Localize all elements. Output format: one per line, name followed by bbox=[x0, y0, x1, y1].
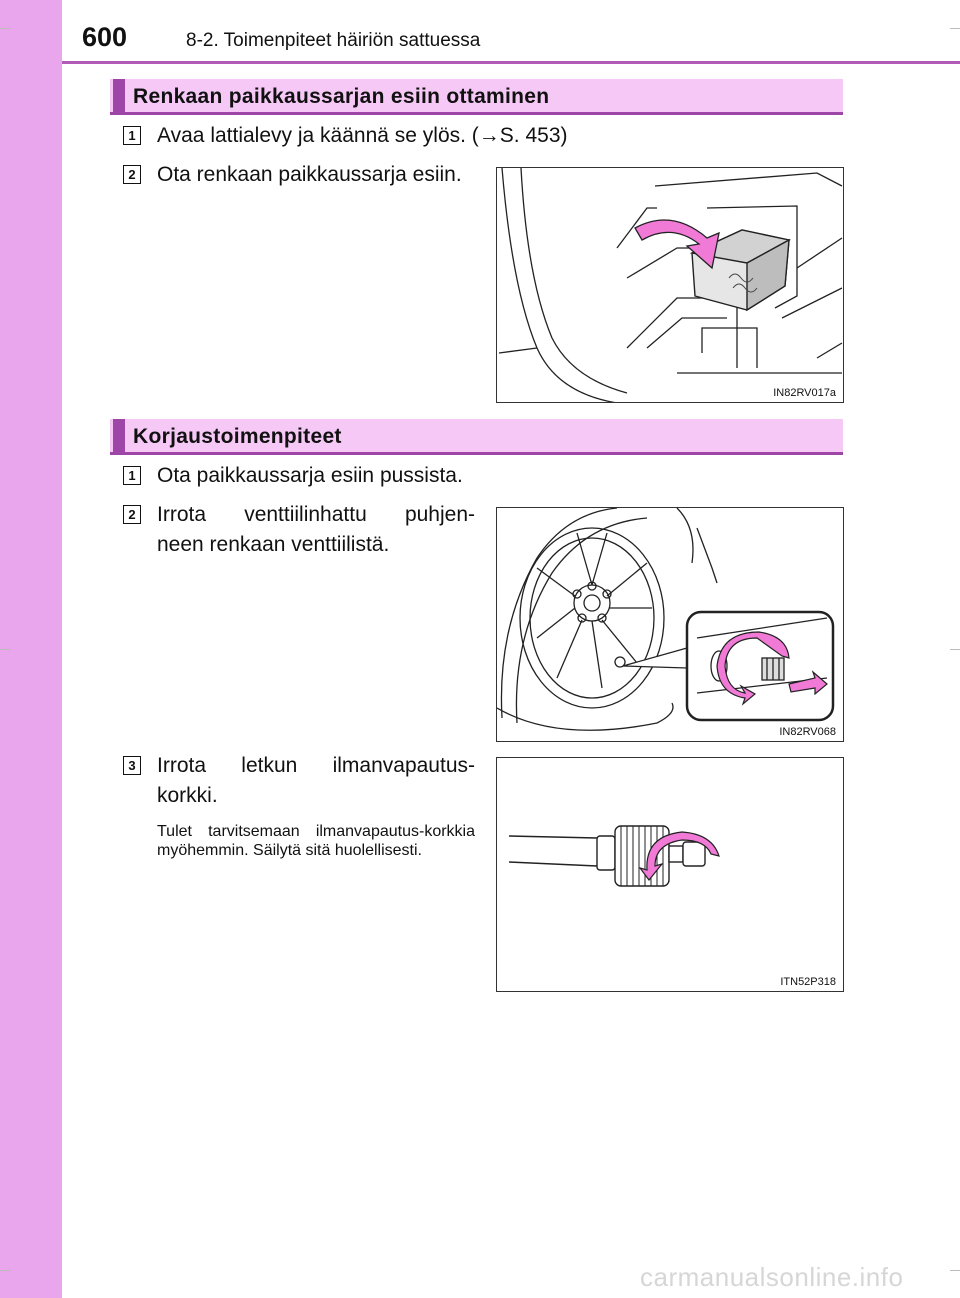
section-header-kit-removal: Renkaan paikkaussarjan esiin ottaminen bbox=[110, 79, 843, 115]
crop-mark bbox=[0, 649, 10, 650]
figure-valve-cap: IN82RV068 bbox=[496, 507, 844, 742]
figure-hose-cap: ITN52P318 bbox=[496, 757, 844, 992]
section-accent-bar bbox=[113, 79, 125, 112]
step-number-box: 1 bbox=[123, 126, 141, 145]
figure-code: IN82RV068 bbox=[779, 726, 836, 738]
step-text: Ota renkaan paikkaussarja esiin. bbox=[157, 163, 462, 186]
header-band bbox=[62, 0, 960, 62]
chapter-title: 8-2. Toimenpiteet häiriön sattuessa bbox=[186, 30, 481, 51]
page-number: 600 bbox=[82, 22, 128, 52]
step-number-box: 1 bbox=[123, 466, 141, 485]
step-text-line: Irrota letkun ilmanvapautus- bbox=[157, 754, 475, 777]
step-number-box: 2 bbox=[123, 165, 141, 184]
hose-cap-illustration bbox=[508, 825, 720, 887]
step-note: Tulet tarvitsemaan ilmanvapautus-korkkia… bbox=[157, 823, 475, 859]
step-text: Ota paikkaussarja esiin pussista. bbox=[157, 464, 463, 487]
header-rule bbox=[62, 61, 960, 64]
crop-mark bbox=[950, 28, 960, 29]
trunk-kit-illustration bbox=[498, 168, 843, 402]
step-text-line: Irrota venttiilinhattu puhjen- bbox=[157, 503, 475, 526]
figure-code: IN82RV017a bbox=[773, 387, 836, 399]
crop-mark bbox=[950, 1270, 960, 1271]
step-text-line: korkki. bbox=[157, 784, 218, 807]
crop-mark bbox=[950, 649, 960, 650]
step-text-line: neen renkaan venttiilistä. bbox=[157, 533, 390, 556]
step-text: Irrota letkun ilmanvapautus- korkki. bbox=[157, 751, 475, 811]
section-title: Korjaustoimenpiteet bbox=[133, 425, 342, 448]
section-title: Renkaan paikkaussarjan esiin ottaminen bbox=[133, 85, 550, 108]
section-accent-bar bbox=[113, 419, 125, 452]
step-number-box: 2 bbox=[123, 505, 141, 524]
figure-trunk-kit: IN82RV017a bbox=[496, 167, 844, 403]
step-number-box: 3 bbox=[123, 756, 141, 775]
step-text: Avaa lattialevy ja käännä se ylös. (→S. … bbox=[157, 124, 568, 147]
section-header-repair: Korjaustoimenpiteet bbox=[110, 419, 843, 455]
crop-mark bbox=[0, 28, 10, 29]
step-text: Irrota venttiilinhattu puhjen- neen renk… bbox=[157, 500, 475, 560]
watermark: carmanualsonline.info bbox=[640, 1262, 904, 1292]
side-color-strip bbox=[0, 0, 62, 1298]
crop-mark bbox=[0, 1270, 10, 1271]
wheel-valve-illustration bbox=[497, 508, 835, 731]
figure-code: ITN52P318 bbox=[780, 976, 836, 988]
